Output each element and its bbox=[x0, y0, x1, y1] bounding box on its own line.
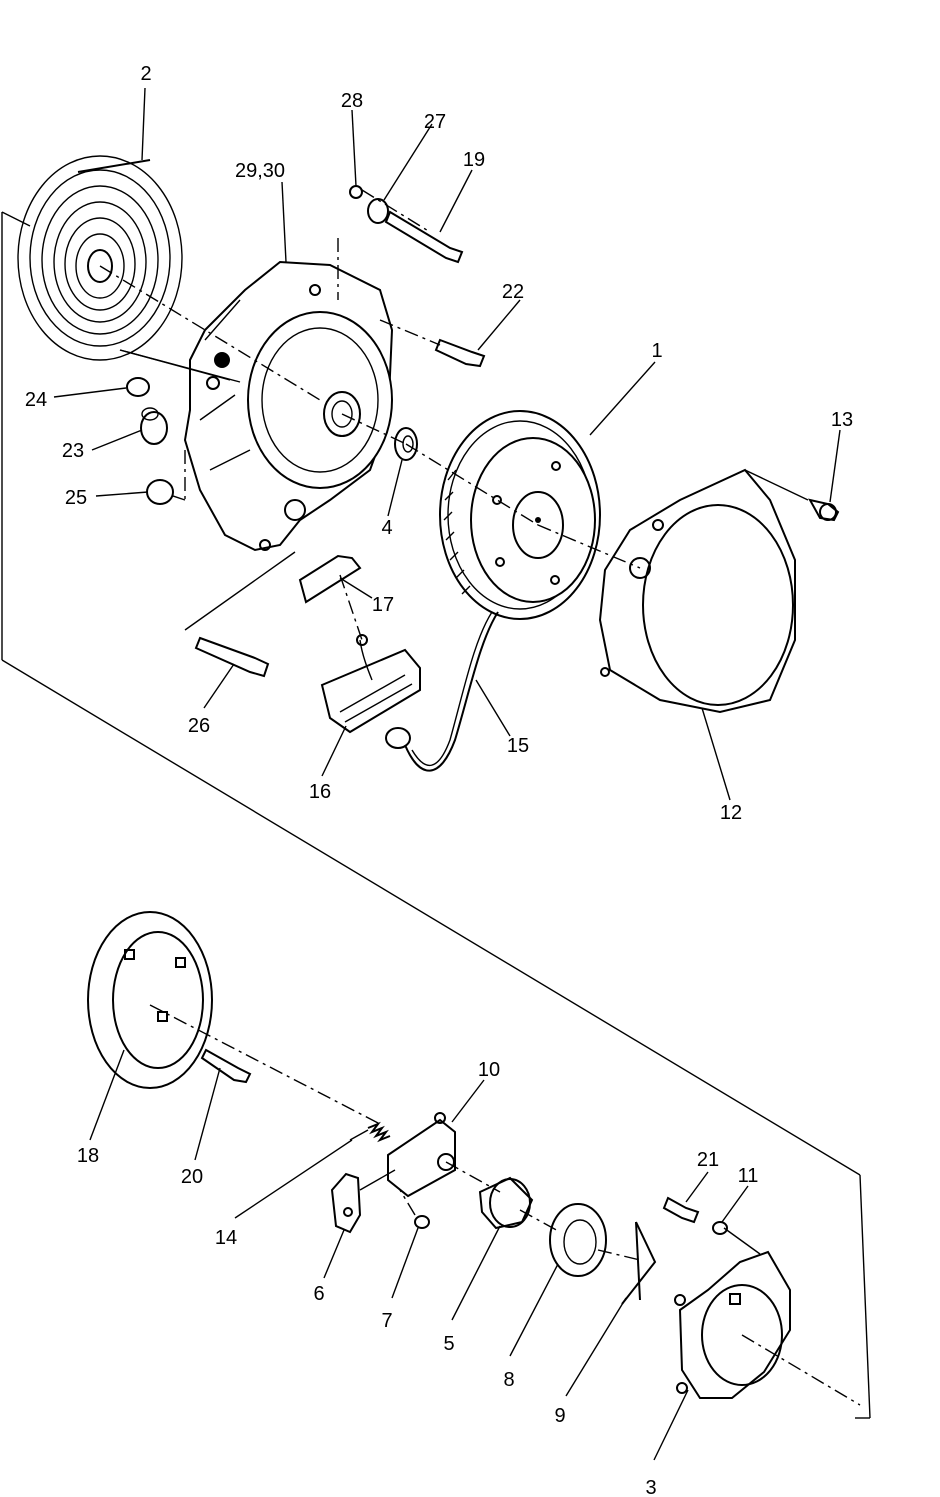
callout-labels: 1 2 3 4 5 6 7 8 9 10 11 12 13 14 15 16 1… bbox=[25, 63, 853, 1497]
leader-lines bbox=[53, 87, 841, 1461]
label-25: 25 bbox=[65, 487, 87, 509]
plate-part-8 bbox=[549, 1203, 607, 1277]
label-18: 18 bbox=[77, 1145, 99, 1167]
label-16: 16 bbox=[309, 781, 331, 803]
recoil-spring-part-2 bbox=[17, 155, 183, 361]
starter-cup-part-18 bbox=[87, 911, 213, 1089]
label-8: 8 bbox=[503, 1369, 514, 1391]
flywheel-part-1 bbox=[439, 410, 601, 620]
label-28: 28 bbox=[341, 90, 363, 112]
label-19: 19 bbox=[463, 149, 485, 171]
label-22: 22 bbox=[502, 281, 524, 303]
washer-part-11 bbox=[712, 1221, 728, 1235]
pin-part-7 bbox=[414, 1215, 430, 1229]
label-10: 10 bbox=[478, 1059, 500, 1081]
label-27: 27 bbox=[424, 111, 446, 133]
label-26: 26 bbox=[188, 715, 210, 737]
bolt-part-20 bbox=[200, 1048, 252, 1084]
ratchet-part-10 bbox=[387, 1112, 456, 1198]
bolt-part-13 bbox=[808, 498, 840, 522]
label-14: 14 bbox=[215, 1227, 237, 1249]
label-24: 24 bbox=[25, 389, 47, 411]
label-4: 4 bbox=[381, 517, 392, 539]
spring-part-14 bbox=[349, 1121, 391, 1143]
plate-part-17 bbox=[298, 554, 362, 604]
label-12: 12 bbox=[720, 802, 742, 824]
label-5: 5 bbox=[443, 1333, 454, 1355]
label-17: 17 bbox=[372, 594, 394, 616]
upper-center-lines bbox=[99, 189, 809, 641]
label-11: 11 bbox=[738, 1165, 759, 1187]
lower-center-lines bbox=[149, 1004, 861, 1406]
bolt-part-26 bbox=[194, 636, 270, 678]
label-6: 6 bbox=[313, 1283, 324, 1305]
assembly-boundary bbox=[1, 211, 871, 1419]
starter-housing-part-12 bbox=[598, 468, 796, 714]
label-7: 7 bbox=[381, 1310, 392, 1332]
label-29-30: 29,30 bbox=[235, 160, 285, 182]
reel-part-5 bbox=[478, 1176, 534, 1230]
label-1: 1 bbox=[651, 340, 662, 362]
label-23: 23 bbox=[62, 440, 84, 462]
spring-wire-part-9 bbox=[621, 1221, 657, 1305]
bolt-part-21 bbox=[662, 1196, 700, 1224]
label-13: 13 bbox=[831, 409, 853, 431]
crankcase-cover-part-29-30 bbox=[183, 260, 394, 552]
label-2: 2 bbox=[140, 63, 151, 85]
bolt-part-22 bbox=[434, 338, 486, 368]
small-parts-left bbox=[126, 377, 174, 505]
label-15: 15 bbox=[507, 735, 529, 757]
cover-plate-part-3 bbox=[674, 1250, 791, 1399]
label-9: 9 bbox=[554, 1405, 565, 1427]
label-20: 20 bbox=[181, 1166, 203, 1188]
pawl-part-6 bbox=[330, 1172, 362, 1234]
label-3: 3 bbox=[645, 1477, 656, 1497]
label-21: 21 bbox=[697, 1149, 719, 1171]
cable-part-15 bbox=[404, 611, 499, 772]
bolt-part-19 bbox=[349, 185, 464, 264]
ignition-coil-part-16 bbox=[320, 634, 421, 749]
